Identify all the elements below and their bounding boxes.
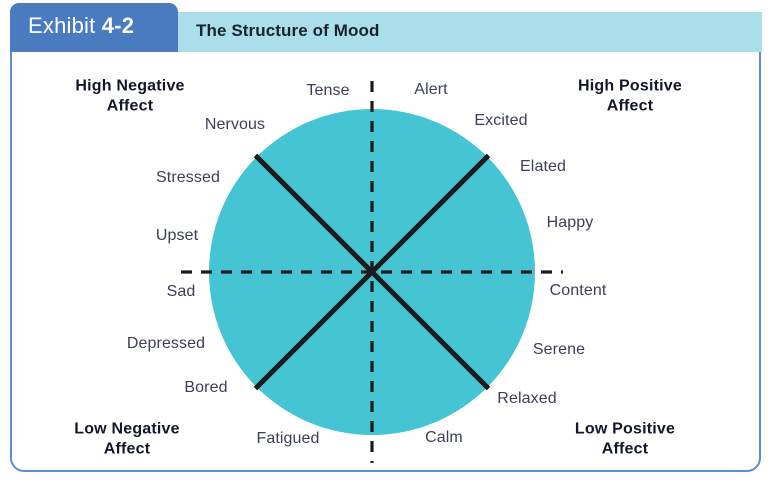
mood-label-happy: Happy [546,214,594,231]
mood-label-sad: Sad [166,283,196,300]
mood-label-relaxed: Relaxed [497,390,557,407]
exhibit-tab-number: 4-2 [101,13,135,38]
mood-label-tense: Tense [306,82,350,99]
quadrant-label-line2: Affect [106,98,154,115]
quadrant-label-line1: High Negative [75,77,185,95]
quadrant-label-line2: Affect [103,441,151,458]
mood-label-calm: Calm [425,429,463,446]
mood-label-alert: Alert [414,81,448,98]
quadrant-label-line1: Low Positive [574,420,676,438]
quadrant-label-line1: Low Negative [74,420,180,438]
quadrant-label-line2: Affect [601,441,649,458]
header-band [150,12,762,52]
mood-label-depressed: Depressed [126,335,206,352]
mood-label-nervous: Nervous [204,116,266,133]
mood-label-stressed: Stressed [156,169,220,186]
mood-label-elated: Elated [520,158,566,175]
quadrant-label-line2: Affect [606,98,654,115]
mood-label-content: Content [549,282,607,299]
mood-label-fatigued: Fatigued [256,430,320,447]
exhibit-tab [10,3,178,52]
mood-label-serene: Serene [532,341,586,358]
mood-label-excited: Excited [474,112,528,129]
mood-label-upset: Upset [155,227,199,244]
exhibit-tab-word: Exhibit [28,13,96,38]
exhibit-title: The Structure of Mood [196,21,380,40]
quadrant-label-line1: High Positive [578,77,682,95]
exhibit-tab-label: Exhibit 4-2 [28,13,134,39]
mood-label-bored: Bored [184,379,228,396]
